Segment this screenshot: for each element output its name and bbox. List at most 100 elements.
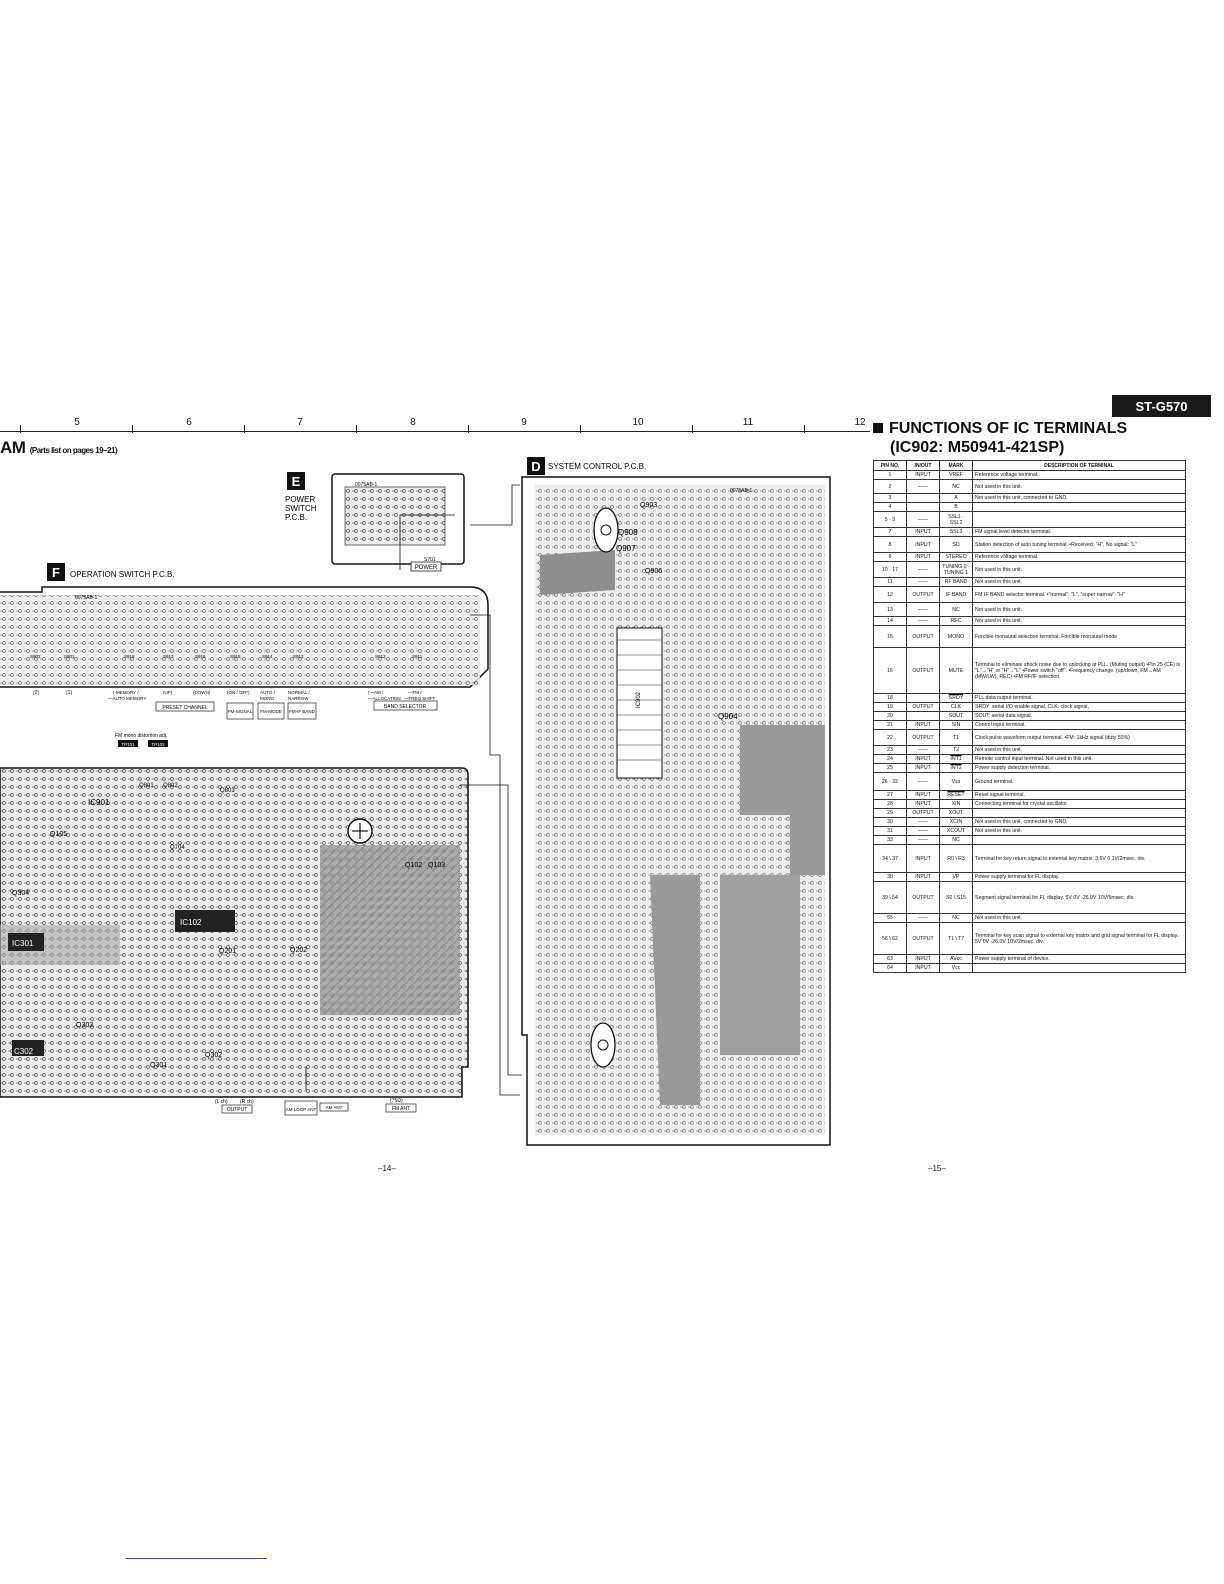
switch-ref: S915 (230, 654, 241, 659)
description-cell: Reset signal terminal. (972, 790, 1186, 800)
io-cell (906, 693, 940, 703)
pin-cell: 21 (873, 720, 907, 730)
board-name-d: SYSTEM CONTROL P.C.B. (548, 462, 646, 471)
ruler-number: 6 (186, 417, 192, 428)
io-cell: —— (906, 616, 940, 626)
ruler-number: 5 (74, 417, 80, 428)
component-label: IC901 (88, 798, 110, 807)
function-label: —FM / (408, 690, 422, 695)
mark-cell: T1 \ T7 (939, 922, 973, 955)
component-label: Q802 (163, 783, 178, 789)
pin-cell: 38 (873, 872, 907, 882)
io-cell: INPUT (906, 844, 940, 873)
io-cell: —— (906, 479, 940, 494)
test-point-tp101: TP101 (121, 742, 135, 747)
description-cell: Not used in this unit. (972, 602, 1186, 617)
system-control-pcb: D SYSTEM CONTROL P.C.B. 0075AB-1 IC902 Q… (521, 457, 831, 1146)
component-label: Q903 (640, 502, 657, 509)
diagram-title-note: (Parts list on pages 19–21) (29, 446, 118, 455)
pin-cell: 10 · 17 (873, 561, 907, 578)
pin-cell: 27 (873, 790, 907, 800)
pin-cell: 25 (873, 763, 907, 773)
jack-label-fm-ant: FM ANT (392, 1106, 410, 1112)
mark-cell: SSL1 · SSL2 (939, 511, 973, 528)
jack-label-output: OUTPUT (227, 1107, 248, 1113)
table-row: 5 · 9——SSL1 · SSL2 (873, 511, 1186, 528)
footer-rule (126, 1558, 267, 1559)
board-letter-f: F (52, 565, 60, 580)
mark-cell: INT1 (939, 754, 973, 764)
io-cell: —— (906, 826, 940, 836)
jack-label: (L ch) (215, 1099, 228, 1105)
pcb-diagram: E POWER SWITCH P.C.B. 0075AB-1 S701 POWE… (0, 457, 831, 1146)
mark-cell: MONO (939, 625, 973, 648)
mark-cell: SSL3 (939, 527, 973, 537)
pin-cell: 9 (873, 552, 907, 562)
mark-cell: XCOUT (939, 826, 973, 836)
component-label: IC902 (636, 691, 642, 708)
component-label: Q302 (205, 1052, 222, 1059)
io-cell: INPUT (906, 963, 940, 973)
io-cell (906, 711, 940, 721)
description-cell: Clock pulse waveform output terminal. •F… (972, 729, 1186, 746)
mark-cell: SD (939, 536, 973, 553)
board-name-e-line1: POWER (285, 495, 315, 504)
jack-label: (75Ω) (390, 1098, 403, 1104)
grid-ruler: 5 6 7 8 9 10 11 12 (0, 416, 870, 434)
function-label: (DOWN) (193, 690, 211, 695)
description-cell: Segment signal terminal for FL display. … (972, 881, 1186, 914)
description-cell: Not used in this unit. (972, 479, 1186, 494)
io-cell: INPUT (906, 954, 940, 964)
io-cell: OUTPUT (906, 881, 940, 914)
mark-cell: MUTE (939, 647, 973, 694)
component-label: Q202 (290, 947, 307, 954)
switch-ref: S911 (412, 654, 423, 659)
page-number-left: –14– (378, 1164, 396, 1173)
mark-cell: STEREO (939, 552, 973, 562)
board-code-e: 0075AB-1 (355, 482, 377, 488)
io-cell: OUTPUT (906, 808, 940, 818)
group-label-fm-signal: FM-SIGNAL (228, 709, 253, 714)
io-cell: OUTPUT (906, 922, 940, 955)
io-cell: INPUT (906, 754, 940, 764)
pin-cell: 26 · 32 (873, 772, 907, 791)
ruler-number: 7 (297, 417, 303, 428)
component-label: Q801 (139, 783, 154, 789)
io-cell: —— (906, 561, 940, 578)
model-badge: ST-G570 (1112, 395, 1211, 417)
description-cell: Not used in this unit, connected to GND. (972, 493, 1186, 503)
pin-cell: 28 (873, 799, 907, 809)
mark-cell: SOUT (939, 711, 973, 721)
mark-cell: Vss (939, 772, 973, 791)
component-label: Q908 (618, 528, 638, 537)
switch-ref: S914 (262, 654, 273, 659)
function-label: MONO (260, 696, 274, 701)
pin-cell: 15 (873, 625, 907, 648)
mark-cell: CLK (939, 702, 973, 712)
pin-cell: 19 (873, 702, 907, 712)
pin-cell: 2 (873, 479, 907, 494)
io-cell (906, 502, 940, 512)
description-cell: Remote control input terminal. Not used … (972, 754, 1186, 764)
table-header-row: PIN NO. IN/OUT MARK DESCRIPTION OF TERMI… (873, 460, 1186, 471)
io-cell: INPUT (906, 763, 940, 773)
mark-cell: S0 \ S15 (939, 881, 973, 914)
pin-cell: 34 \ 37 (873, 844, 907, 873)
io-cell: INPUT (906, 872, 940, 882)
pin-cell: 3 (873, 493, 907, 503)
